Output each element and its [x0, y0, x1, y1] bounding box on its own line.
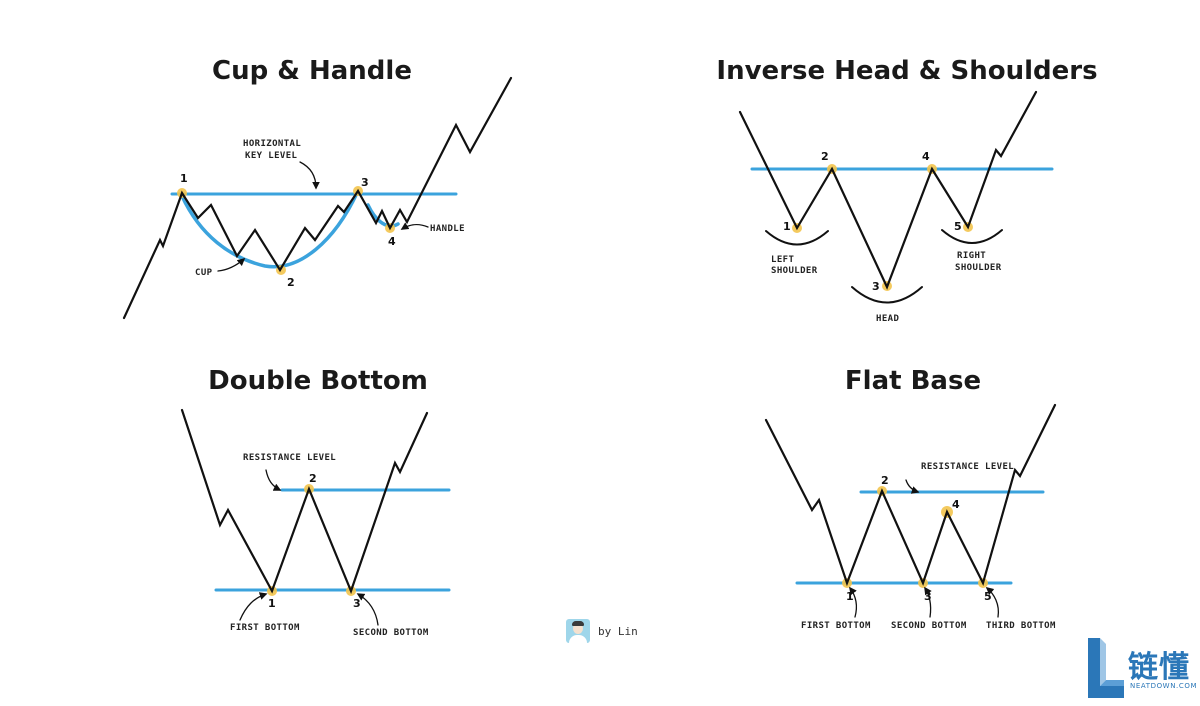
fb-third-bottom-label: THIRD BOTTOM	[986, 621, 1056, 631]
panel-double-bottom: Double Bottom 1 2 3 RESISTANCE LEVEL FIR…	[180, 366, 451, 638]
ihs-label-1: 1	[783, 220, 791, 233]
flat-base-title: Flat Base	[845, 366, 981, 396]
cup-label-1: 1	[180, 172, 188, 185]
logo-l-icon	[1088, 638, 1124, 698]
fb-first-bottom-label: FIRST BOTTOM	[801, 621, 871, 631]
inverse-hs-title: Inverse Head & Shoulders	[716, 56, 1097, 86]
db-resistance-arrow	[265, 469, 282, 491]
fb-label-4: 4	[952, 498, 960, 511]
head-arc	[851, 286, 923, 304]
handle-curve	[366, 203, 400, 228]
fb-second-bottom-label: SECOND BOTTOM	[891, 621, 967, 631]
db-second-bottom-label: SECOND BOTTOM	[353, 628, 429, 638]
double-bottom-price-line	[180, 408, 429, 595]
head-label: HEAD	[876, 314, 899, 324]
cup-handle-price-line	[122, 76, 513, 320]
ihs-label-2: 2	[821, 150, 829, 163]
author-credit-text: by Lin	[598, 624, 638, 638]
db-label-2: 2	[309, 472, 317, 485]
handle-arrow	[400, 222, 429, 230]
key-level-label-line-1: HORIZONTAL	[243, 139, 301, 149]
fb-first-bottom-arrow	[849, 586, 857, 618]
left-shoulder-label-2: SHOULDER	[771, 266, 818, 276]
key-level-label-line-2: KEY LEVEL	[245, 151, 298, 161]
db-first-bottom-label: FIRST BOTTOM	[230, 623, 300, 633]
right-shoulder-arc	[941, 229, 1003, 244]
ihs-label-3: 3	[872, 280, 880, 293]
cup-handle-title: Cup & Handle	[212, 56, 412, 86]
left-shoulder-arc	[765, 230, 829, 246]
cup-arrow	[217, 257, 246, 272]
fb-third-bottom-arrow	[985, 586, 1000, 618]
fb-resistance-arrow	[905, 479, 920, 494]
cup-label-4: 4	[388, 235, 396, 248]
fb-resistance-label: RESISTANCE LEVEL	[921, 462, 1014, 472]
cup-label-3: 3	[361, 176, 369, 189]
cup-curve	[180, 191, 359, 269]
handle-text-label: HANDLE	[430, 224, 465, 234]
panel-cup-handle: Cup & Handle 1 2 3 4 HORIZONTAL KEY LEVE…	[122, 56, 513, 320]
author-avatar	[566, 619, 590, 643]
flat-base-price-line	[764, 403, 1057, 587]
key-level-arrow	[299, 161, 320, 190]
db-resistance-label: RESISTANCE LEVEL	[243, 453, 336, 463]
fb-label-1: 1	[846, 590, 854, 603]
fb-second-bottom-arrow	[924, 586, 932, 618]
ihs-label-4: 4	[922, 150, 930, 163]
double-bottom-title: Double Bottom	[208, 366, 428, 396]
panel-inverse-head-shoulders: Inverse Head & Shoulders 1 2 3 4 5 LEFT …	[716, 56, 1097, 324]
panel-flat-base: Flat Base 1 2 3 4 5 RESISTANCE LEVEL FIR…	[764, 366, 1057, 631]
watermark-en-text: NEATDOWN.COM	[1130, 682, 1198, 690]
left-shoulder-label-1: LEFT	[771, 255, 794, 265]
db-first-bottom-arrow	[239, 592, 268, 621]
db-label-1: 1	[268, 597, 276, 610]
ihs-label-5: 5	[954, 220, 962, 233]
db-second-bottom-arrow	[356, 593, 379, 626]
watermark-logo: 链懂 NEATDOWN.COM	[1086, 636, 1198, 700]
fb-label-5: 5	[984, 590, 992, 603]
db-label-3: 3	[353, 597, 361, 610]
right-shoulder-label-1: RIGHT	[957, 251, 986, 261]
fb-label-3: 3	[924, 590, 932, 603]
cup-label-2: 2	[287, 276, 295, 289]
fb-label-2: 2	[881, 474, 889, 487]
right-shoulder-label-2: SHOULDER	[955, 263, 1002, 273]
inverse-hs-price-line	[738, 90, 1038, 290]
watermark-cn-text: 链懂	[1128, 650, 1190, 685]
cup-text-label: CUP	[195, 268, 213, 278]
author-credit: by Lin	[566, 619, 638, 643]
